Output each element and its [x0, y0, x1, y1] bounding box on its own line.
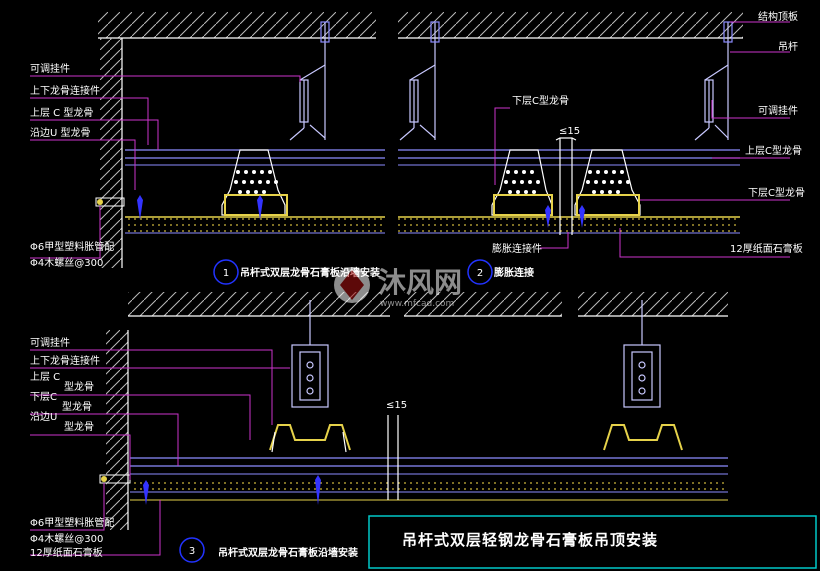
top-slab-1: [98, 12, 376, 39]
c-channel-1: [221, 149, 288, 216]
detail-marker-2: 2 膨胀连接: [467, 259, 534, 285]
detail-number-1: 1: [223, 268, 229, 279]
label-connector-1: 上下龙骨连接件: [30, 84, 100, 97]
label-rod: 吊杆: [778, 41, 798, 53]
watermark: 沐风网 www.mfcad.com: [334, 266, 462, 309]
anchors-top: [137, 195, 585, 228]
detail-marker-3: 3 吊杆式双层龙骨石膏板沿墙安装: [179, 537, 358, 563]
label-board-right: 12厚纸面石膏板: [730, 242, 803, 255]
label-adjustable-hanger-right: 可调挂件: [758, 104, 798, 117]
label-wall-u-3b: 型龙骨: [64, 420, 94, 433]
left-wall-top: [100, 38, 123, 268]
label-anchor-3: Φ6甲型塑料胀管配: [30, 516, 114, 529]
label-adjustable-hanger-1: 可调挂件: [30, 62, 70, 75]
label-expansion-connector: 膨胀连接件: [492, 242, 542, 255]
label-gap-top: ≤15: [559, 126, 580, 137]
hanger-5: [603, 300, 683, 451]
label-board-3: 12厚纸面石膏板: [30, 546, 103, 559]
label-upper-c-right: 上层C型龙骨: [745, 144, 802, 157]
label-lower-c-3b: 型龙骨: [62, 400, 92, 413]
labels-detail1: 可调挂件 上下龙骨连接件 上层 C 型龙骨 沿边U 型龙骨 Φ6甲型塑料胀管配 …: [30, 62, 114, 269]
label-screw-1: Φ4木螺丝@300: [30, 257, 103, 269]
label-anchor-1: Φ6甲型塑料胀管配: [30, 240, 114, 253]
label-wall-u-1: 沿边U 型龙骨: [30, 126, 91, 139]
label-upper-c-3b: 型龙骨: [64, 380, 94, 393]
top-ceiling-2: [398, 149, 740, 234]
label-upper-c-3a: 上层 C: [30, 371, 60, 383]
anchors-bottom: [143, 475, 321, 505]
hanger-3: [694, 21, 733, 141]
label-lower-c-right: 下层C型龙骨: [748, 186, 805, 199]
leaders: [30, 21, 790, 556]
c-channel-3: [574, 149, 641, 216]
detail-caption-2: 膨胀连接: [494, 266, 534, 279]
label-adjustable-hanger-3: 可调挂件: [30, 336, 70, 349]
drawing-title: 吊杆式双层轻钢龙骨石膏板吊顶安装: [402, 531, 658, 549]
detail-number-2: 2: [477, 268, 483, 279]
hanger-2: [399, 21, 440, 141]
label-connector-3: 上下龙骨连接件: [30, 354, 100, 367]
detail-number-3: 3: [189, 546, 195, 557]
labels-detail3: 可调挂件 上下龙骨连接件 上层 C 型龙骨 下层C 型龙骨 沿边U 型龙骨 Φ6…: [30, 336, 407, 559]
labels-detail2: 下层C型龙骨 ≤15 膨胀连接件: [492, 94, 580, 255]
bottom-slab-3: [578, 292, 728, 317]
label-upper-c-1: 上层 C 型龙骨: [30, 106, 93, 119]
label-gap-bottom: ≤15: [386, 400, 407, 411]
left-wall-bottom: [106, 330, 129, 530]
detail-caption-3: 吊杆式双层龙骨石膏板沿墙安装: [218, 546, 358, 559]
label-screw-3: Φ4木螺丝@300: [30, 533, 103, 545]
top-slab-2: [398, 12, 743, 39]
label-wall-u-3a: 沿边U: [30, 411, 57, 423]
title-block: 吊杆式双层轻钢龙骨石膏板吊顶安装: [368, 515, 817, 569]
wall-anchor-1: [95, 197, 125, 207]
top-ceiling-1: [125, 149, 385, 234]
expansion-joint: [555, 137, 577, 235]
labels-right: 结构顶板 吊杆 可调挂件 上层C型龙骨 下层C型龙骨 12厚纸面石膏板: [730, 10, 805, 255]
c-channel-2: [491, 149, 553, 216]
label-lower-c-3a: 下层C: [30, 391, 57, 403]
hanger-4: [269, 300, 351, 453]
bottom-slab-2: [404, 292, 562, 317]
hanger-1: [289, 21, 330, 141]
label-lower-c-top: 下层C型龙骨: [512, 94, 569, 107]
gap-joint-bottom: [387, 415, 399, 500]
label-slab: 结构顶板: [758, 10, 798, 23]
watermark-brand: 沐风网: [378, 266, 462, 299]
bottom-ceiling: [130, 457, 728, 501]
watermark-url: www.mfcad.com: [380, 299, 454, 309]
